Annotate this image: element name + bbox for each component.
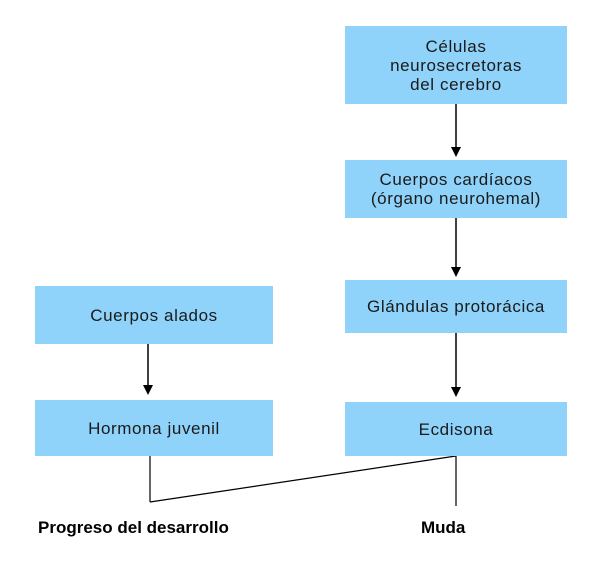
box-ecdisona-label: Ecdisona — [418, 419, 494, 439]
box-celulas-line-2: neurosecretoras — [390, 55, 522, 75]
box-celulas-neurosecretoras: Células neurosecretoras del cerebro — [345, 26, 567, 104]
box-cardiacos-line-1: Cuerpos cardíacos — [379, 170, 533, 189]
outcome-muda: Muda — [421, 518, 466, 537]
box-glandulas-protoracica: Glándulas protorácica — [345, 280, 567, 333]
box-cuerpos-cardiacos: Cuerpos cardíacos (órgano neurohemal) — [345, 160, 567, 218]
connector-ecdisona-to-progreso — [149, 455, 457, 503]
box-cardiacos-line-2: (órgano neurohemal) — [370, 189, 542, 208]
box-hormona-label: Hormona juvenil — [88, 418, 220, 438]
outcome-progreso-desarrollo: Progreso del desarrollo — [38, 518, 229, 537]
box-cuerpos-alados: Cuerpos alados — [35, 286, 273, 344]
box-hormona-juvenil: Hormona juvenil — [35, 400, 273, 456]
box-celulas-line-1: Células — [425, 36, 487, 56]
box-alados-label: Cuerpos alados — [90, 305, 218, 325]
box-glandulas-label: Glándulas protorácica — [367, 297, 545, 316]
box-ecdisona: Ecdisona — [345, 402, 567, 456]
box-celulas-line-3: del cerebro — [410, 74, 502, 94]
